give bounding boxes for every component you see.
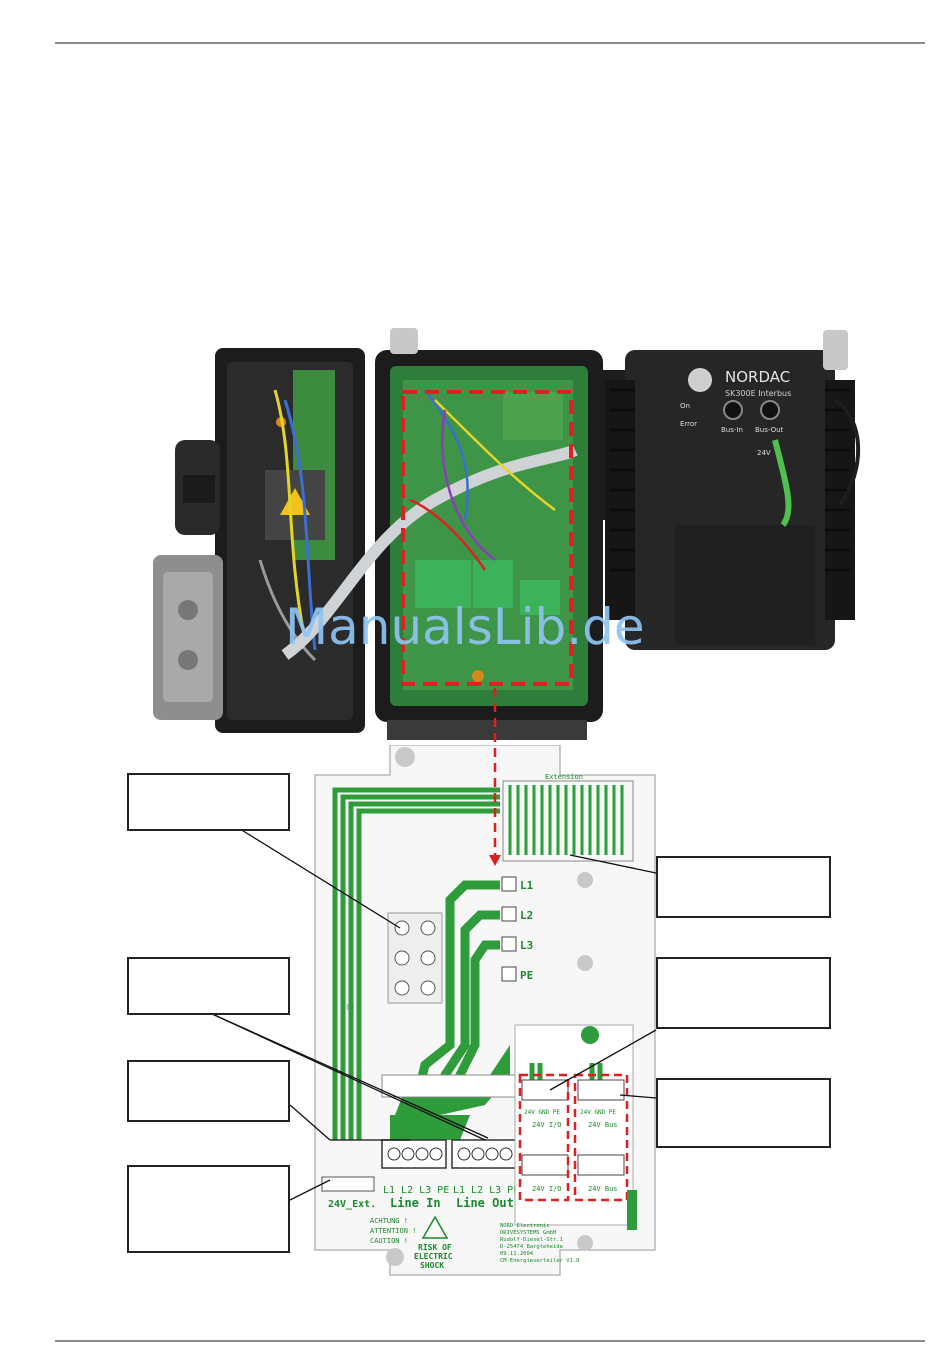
inverter: NORDAC SK300E Interbus On Error Bus-In B…	[605, 350, 861, 650]
svg-text:Extension: Extension	[545, 773, 583, 781]
svg-text:ACHTUNG !: ACHTUNG !	[370, 1217, 408, 1225]
board-wires	[409, 389, 556, 571]
svg-text:24V_Ext.: 24V_Ext.	[328, 1199, 376, 1210]
callout-box-3	[127, 1060, 290, 1122]
svg-text:L3: L3	[520, 939, 533, 952]
svg-text:RISK OF: RISK OF	[418, 1243, 452, 1252]
callout-box-7	[656, 1078, 831, 1148]
pcb-layout: Extension L1 L2 L3 PE L1 L2 L3 PE Line I…	[314, 745, 656, 1276]
callout-box-4	[127, 1165, 290, 1253]
svg-text:09.11.2004: 09.11.2004	[500, 1251, 534, 1257]
cover-wires	[258, 389, 317, 662]
svg-text:24V GND PE: 24V GND PE	[524, 1109, 561, 1116]
main-enclosure	[375, 350, 603, 740]
svg-text:ELECTRIC: ELECTRIC	[414, 1252, 453, 1261]
svg-text:24V I/O: 24V I/O	[532, 1185, 562, 1193]
bottom-rule	[55, 1340, 925, 1342]
callout-box-1	[127, 773, 290, 831]
opened-cover	[153, 348, 365, 733]
svg-text:24V Bus: 24V Bus	[588, 1185, 618, 1193]
svg-text:ATTENTION !: ATTENTION !	[370, 1227, 416, 1235]
device-photo: NORDAC SK300E Interbus On Error Bus-In B…	[135, 310, 925, 750]
callout-box-5	[656, 856, 831, 918]
dashed-frame	[401, 390, 573, 686]
shielded-cable	[281, 444, 578, 660]
svg-text:24V I/O: 24V I/O	[532, 1121, 562, 1129]
svg-text:L1 L2 L3 PE: L1 L2 L3 PE	[383, 1185, 449, 1196]
svg-text:24V GND PE: 24V GND PE	[580, 1109, 617, 1116]
svg-text:D-25474 Bargteheide: D-25474 Bargteheide	[500, 1244, 563, 1250]
svg-text:NORDAC: NORDAC	[725, 368, 790, 386]
svg-text:Rudolf-Diesel-Str.1: Rudolf-Diesel-Str.1	[500, 1237, 563, 1243]
svg-text:L1 L2 L3 PE: L1 L2 L3 PE	[453, 1185, 519, 1196]
nord-logo-icon	[688, 368, 712, 392]
svg-text:CAUTION !: CAUTION !	[370, 1237, 408, 1245]
svg-text:SK300E Interbus: SK300E Interbus	[725, 389, 791, 398]
svg-text:Bus-In: Bus-In	[721, 426, 743, 434]
high-voltage-icon	[421, 1215, 449, 1239]
svg-text:Line Out: Line Out	[456, 1196, 514, 1210]
callout-box-6	[656, 957, 831, 1029]
svg-text:L2: L2	[520, 909, 533, 922]
svg-text:SHOCK: SHOCK	[420, 1261, 444, 1270]
svg-text:On: On	[680, 402, 690, 410]
svg-text:24V Bus: 24V Bus	[588, 1121, 618, 1129]
watermark: ManualsLib.de	[285, 598, 645, 656]
svg-text:NORD Electronic: NORD Electronic	[500, 1223, 550, 1229]
svg-text:Error: Error	[680, 420, 697, 428]
svg-text:CM Energieverteiler V1.0: CM Energieverteiler V1.0	[500, 1258, 579, 1264]
dashed-io-box	[518, 1073, 570, 1202]
top-rule	[55, 42, 925, 44]
callout-box-2	[127, 957, 290, 1015]
nord-logo-icon	[581, 1026, 599, 1044]
svg-text:L1: L1	[520, 879, 534, 892]
svg-text:DRIVESYSTEMS GmbH: DRIVESYSTEMS GmbH	[500, 1230, 556, 1236]
svg-text:24V: 24V	[757, 449, 771, 457]
svg-text:Line In: Line In	[390, 1196, 441, 1210]
svg-text:PE: PE	[520, 969, 533, 982]
svg-text:Bus-Out: Bus-Out	[755, 426, 784, 434]
